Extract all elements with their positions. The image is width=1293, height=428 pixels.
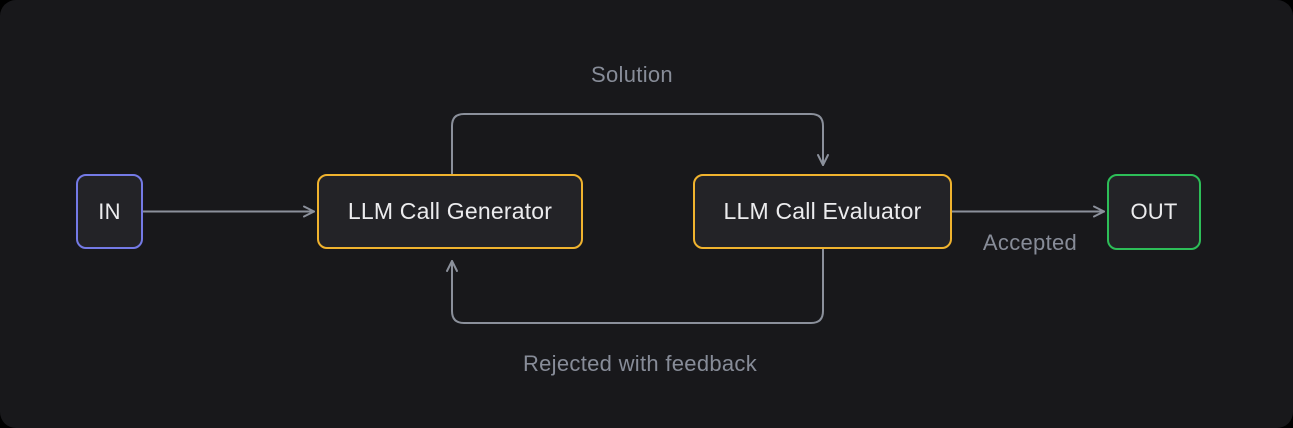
edge-generator-to-evaluator: [451, 113, 829, 175]
node-llm-call-evaluator: LLM Call Evaluator: [693, 174, 952, 249]
edge-label-rejected-with-feedback: Rejected with feedback: [522, 351, 758, 376]
node-out-label: OUT: [1130, 199, 1178, 224]
node-llm-call-generator: LLM Call Generator: [317, 174, 583, 249]
node-generator-label: LLM Call Generator: [347, 198, 553, 224]
node-out: OUT: [1107, 174, 1201, 250]
node-in: IN: [76, 174, 143, 249]
edge-label-accepted: Accepted: [982, 230, 1078, 255]
edge-evaluator-to-generator: [446, 248, 824, 324]
edge-label-solution: Solution: [591, 62, 673, 87]
node-evaluator-label: LLM Call Evaluator: [723, 198, 922, 224]
node-in-label: IN: [98, 198, 121, 224]
